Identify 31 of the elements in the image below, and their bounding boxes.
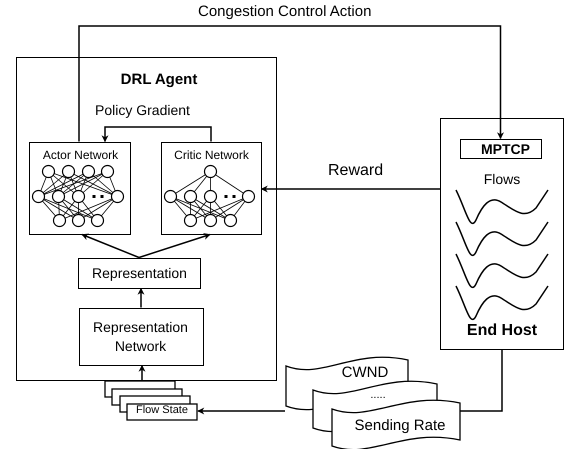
arrow (260, 186, 440, 192)
process-box (78, 258, 200, 288)
host-box (440, 118, 564, 350)
arrow (138, 288, 144, 308)
edge-label: Congestion Control Action (198, 3, 372, 20)
stacked-documents (285, 357, 462, 448)
protocol-label: MPTCP (481, 140, 530, 156)
edge-label: Policy Gradient (95, 102, 190, 118)
process-box (78, 308, 204, 366)
document-label: Sending Rate (354, 417, 446, 434)
protocol-box (460, 138, 542, 158)
agent-title: DRL Agent (120, 71, 198, 88)
arrow (78, 25, 504, 142)
card-label: Flow State (136, 404, 188, 416)
network-box (28, 142, 130, 234)
stacked-cards (104, 381, 198, 421)
box-label: Representation Network (92, 318, 189, 356)
network-title: Critic Network (174, 148, 249, 162)
arrow (138, 233, 211, 258)
arrow (81, 234, 140, 258)
host-title: End Host (466, 322, 538, 340)
network-box (160, 142, 262, 234)
agent-box (16, 57, 277, 381)
network-title: Actor Network (42, 148, 118, 162)
flows-label: Flows (484, 171, 520, 187)
box-label: Representation (92, 264, 187, 280)
document-label: CWND (342, 364, 388, 381)
arrow (197, 408, 285, 414)
arrow (138, 364, 146, 380)
arrow (102, 126, 212, 142)
ellipsis: ..... (370, 389, 386, 401)
